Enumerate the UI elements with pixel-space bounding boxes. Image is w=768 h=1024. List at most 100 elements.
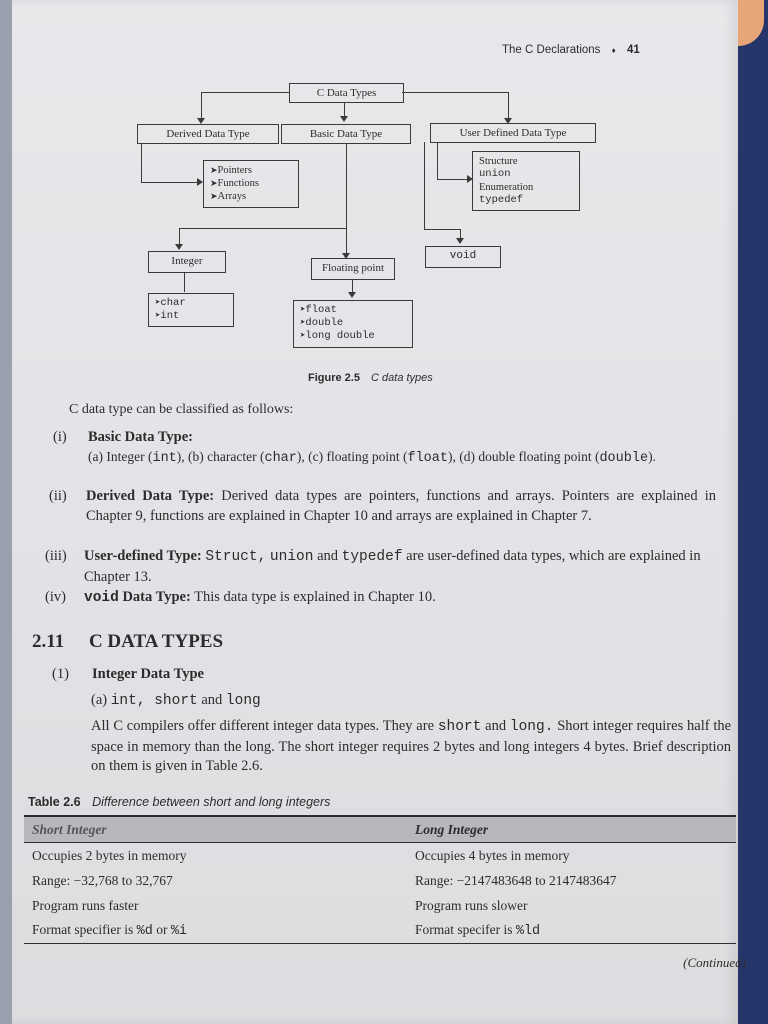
node-floating-point: Floating point: [311, 258, 395, 280]
figure-caption: Figure 2.5 C data types: [308, 372, 433, 384]
item-body: This data type is explained in Chapter 1…: [194, 589, 436, 605]
node-c-data-types: C Data Types: [289, 83, 404, 103]
code-fragment: %ld: [515, 924, 541, 939]
figure-caption-label: Figure 2.5: [308, 372, 360, 384]
list-item: char: [155, 297, 227, 310]
running-title: The C Declarations: [502, 44, 601, 56]
arrow-icon: [197, 118, 205, 124]
connector: [344, 102, 345, 118]
code-fragment: typedef: [341, 549, 403, 565]
arrow-icon: [504, 118, 512, 124]
code-fragment: %i: [170, 924, 188, 939]
user-defined-type-text: User-defined Type: Struct, union and typ…: [84, 547, 718, 587]
code-fragment: Struct,: [205, 549, 267, 565]
user-defined-list: Structure union Enumeration typedef: [472, 151, 580, 211]
column-header: Long Integer: [415, 821, 489, 837]
list-item: union: [479, 168, 511, 180]
arrow-icon: [456, 238, 464, 244]
list-item: double: [300, 317, 406, 330]
text-fragment: ), (b) character (: [176, 449, 265, 464]
arrow-icon: [342, 253, 350, 259]
list-item: Pointers: [210, 164, 292, 177]
text-fragment: (a) Integer (: [88, 449, 153, 464]
text-fragment: Format specifer is: [415, 922, 513, 937]
item-number: (ii): [49, 488, 67, 504]
node-derived-data-type: Derived Data Type: [137, 124, 279, 144]
node-void: void: [425, 246, 501, 268]
code-fragment: %d: [136, 924, 153, 939]
table-caption: Table 2.6 Difference between short and l…: [28, 795, 330, 809]
integer-types-line: (a) int, short and long: [91, 691, 261, 712]
code-fragment: float: [407, 451, 448, 466]
table-cell: Format specifier is %d or %i: [24, 918, 380, 944]
code-fragment: char: [264, 451, 297, 466]
item-title-text: Data Type:: [122, 589, 191, 605]
item-title-text: Basic Data Type:: [88, 429, 193, 445]
continued-note: (Continued): [683, 955, 746, 970]
arrow-icon: [197, 178, 203, 186]
code-fragment: union: [269, 549, 314, 565]
table-header-row: Short Integer Long Integer: [24, 817, 736, 843]
list-item: Structure: [479, 156, 518, 167]
connector: [201, 92, 289, 93]
node-integer: Integer: [148, 251, 226, 273]
table-caption-text: Difference between short and long intege…: [92, 795, 331, 809]
connector: [460, 229, 461, 239]
page-number: 41: [626, 44, 640, 56]
connector: [437, 142, 438, 180]
text-fragment: Short integer requires half the space in…: [91, 718, 732, 774]
section-heading: 2.11 C DATA TYPES: [32, 631, 223, 653]
section-number: 2.11: [32, 631, 65, 652]
list-item: Functions: [210, 177, 292, 190]
table-cell: Format specifer is %ld: [380, 918, 736, 944]
code-fragment: long.: [509, 719, 554, 735]
integer-paragraph: All C compilers offer different integer …: [91, 717, 731, 777]
connector: [352, 279, 353, 293]
table-cell: Occupies 4 bytes in memory: [415, 847, 570, 863]
code-fragment: long: [225, 693, 261, 709]
subsection-title: Integer Data Type: [92, 666, 204, 682]
node-basic-data-type: Basic Data Type: [281, 124, 411, 144]
item-body: Derived data types are pointers, functio…: [86, 488, 717, 524]
void-data-type-text: void Data Type: This data type is explai…: [84, 588, 718, 609]
text-fragment: and: [201, 692, 223, 708]
table-cell: Program runs slower: [415, 897, 528, 913]
derived-list: Pointers Functions Arrays: [203, 160, 299, 208]
connector: [179, 228, 180, 246]
list-item: long double: [300, 330, 406, 343]
code-fragment: short: [437, 719, 482, 735]
connector: [424, 142, 425, 230]
background-right: [738, 0, 768, 1024]
node-user-defined-data-type: User Defined Data Type: [430, 123, 596, 143]
connector: [346, 143, 347, 255]
table-row: Occupies 2 bytes in memory Occupies 4 by…: [24, 843, 736, 869]
text-fragment: or: [156, 922, 168, 937]
table-top-rule: [24, 815, 736, 817]
table-label: Table 2.6: [28, 795, 81, 809]
item-body: are user-defined data types, which are e…: [84, 548, 701, 585]
table-cell: Occupies 2 bytes in memory: [32, 847, 187, 863]
connector: [201, 92, 202, 120]
subsection-number: (1): [52, 666, 69, 682]
connector: [402, 92, 509, 93]
text-fragment: ), (d) double floating point (: [447, 449, 600, 464]
text-fragment: ).: [648, 449, 656, 464]
connector: [141, 143, 142, 183]
header-separator: ♦: [611, 46, 616, 55]
basic-data-type-text: (a) Integer (int), (b) character (char),…: [88, 447, 718, 469]
table-row: Format specifier is %d or %i Format spec…: [24, 918, 736, 944]
text-fragment: All C compilers offer different integer …: [91, 718, 435, 734]
table-row: Range: −32,768 to 32,767 Range: −2147483…: [24, 868, 736, 893]
arrow-icon: [175, 244, 183, 250]
item-title: Basic Data Type:: [88, 428, 193, 448]
background-left: [0, 0, 14, 1024]
running-header: The C Declarations ♦ 41: [502, 44, 640, 56]
code-fragment: int, short: [110, 693, 198, 709]
list-item: Enumeration: [479, 182, 534, 193]
integer-list: char int: [148, 293, 234, 327]
arrow-icon: [467, 175, 473, 183]
table-cell: Program runs faster: [32, 897, 139, 913]
text-fragment: Format specifier is: [32, 922, 134, 937]
list-item: float: [300, 304, 406, 317]
arrow-icon: [340, 116, 348, 122]
